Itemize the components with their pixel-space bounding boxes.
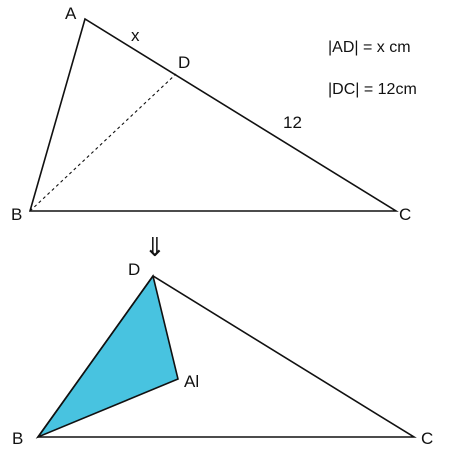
label-side-ad: x	[131, 26, 140, 45]
down-double-arrow-icon: ⇓	[144, 232, 166, 262]
top-triangle: A B C D x 12 |AD| = x cm |DC| = 12cm	[11, 4, 417, 224]
equation-dc: |DC| = 12cm	[328, 81, 417, 98]
label-vertex-c: C	[399, 205, 411, 224]
folded-triangle-dba	[35, 274, 179, 439]
bottom-triangle: D B C Al	[12, 260, 433, 448]
label-side-dc: 12	[283, 113, 302, 132]
label-vertex-c-folded: C	[421, 429, 433, 448]
label-vertex-d-folded: D	[128, 260, 140, 279]
label-vertex-a: A	[65, 4, 77, 23]
segment-bd-dashed	[29, 73, 177, 212]
label-vertex-b-folded: B	[12, 429, 23, 448]
label-vertex-a-prime: Al	[184, 372, 199, 391]
label-vertex-b: B	[11, 205, 22, 224]
triangle-abc	[28, 17, 399, 212]
label-vertex-d: D	[178, 53, 190, 72]
equation-ad: |AD| = x cm	[328, 39, 411, 56]
triangle-dbc	[36, 274, 417, 438]
